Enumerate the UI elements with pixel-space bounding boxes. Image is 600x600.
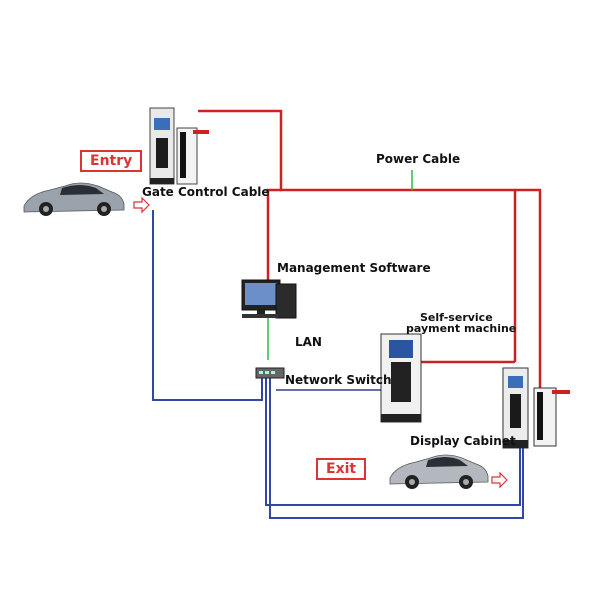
entry-arrow-icon xyxy=(133,196,150,214)
power-cable-lines xyxy=(198,109,542,393)
display-cabinet-label: Display Cabinet xyxy=(410,434,516,448)
exit-barrier-gate-icon xyxy=(533,387,570,447)
computer-icon xyxy=(241,279,297,319)
exit-label: Exit xyxy=(316,458,367,480)
exit-gate-terminal-icon xyxy=(502,367,529,449)
entry-label: Entry xyxy=(80,150,143,172)
network-switch-label: Network Switch xyxy=(285,373,392,387)
management-software-label: Management Software xyxy=(277,261,431,275)
network-switch-icon xyxy=(255,367,285,379)
exit-car-icon xyxy=(389,454,489,489)
entry-gate-terminal-icon xyxy=(149,107,175,185)
exit-arrow-icon xyxy=(491,471,508,489)
lan-label: LAN xyxy=(295,335,322,349)
entry-car-icon xyxy=(23,182,125,216)
gate-control-cable-label: Gate Control Cable xyxy=(142,185,270,199)
self-service-label-line2: payment machine xyxy=(406,322,517,335)
self-service-label-line1: Self-service xyxy=(420,311,493,324)
power-cable-label: Power Cable xyxy=(376,152,461,166)
entry-barrier-gate-icon xyxy=(176,127,209,185)
payment-kiosk-icon xyxy=(380,333,422,423)
